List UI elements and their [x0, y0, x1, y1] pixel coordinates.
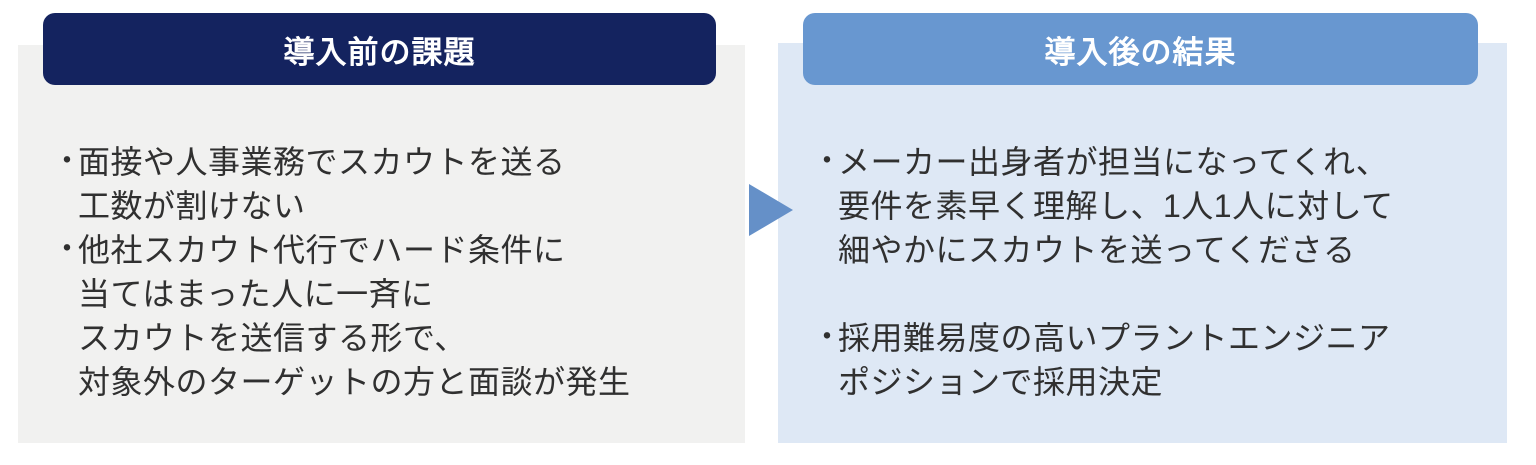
- bullet-marker: ・: [52, 233, 82, 266]
- before-bullet-text-1: 面接や人事業務でスカウトを送る 工数が割けない: [78, 144, 566, 224]
- after-bullet-text-2: 採用難易度の高いプラントエンジニア ポジションで採用決定: [838, 320, 1391, 400]
- bullet-marker: ・: [812, 145, 842, 178]
- bullet-marker: ・: [812, 321, 842, 354]
- after-bullet-item-1: ・ メーカー出身者が担当になってくれ、 要件を素早く理解し、1人1人に対して 細…: [812, 140, 1487, 272]
- before-bullet-item-1: ・ 面接や人事業務でスカウトを送る 工数が割けない: [52, 140, 725, 228]
- before-panel-body: ・ 面接や人事業務でスカウトを送る 工数が割けない ・ 他社スカウト代行でハード…: [18, 45, 745, 443]
- before-bullet-text-2: 他社スカウト代行でハード条件に 当てはまった人に一斉に スカウトを送信する形で、…: [78, 232, 631, 400]
- before-panel-title: 導入前の課題: [283, 34, 476, 70]
- after-panel-header: 導入後の結果: [803, 13, 1478, 85]
- after-bullet-list: ・ メーカー出身者が担当になってくれ、 要件を素早く理解し、1人1人に対して 細…: [812, 140, 1487, 404]
- after-bullet-text-1: メーカー出身者が担当になってくれ、 要件を素早く理解し、1人1人に対して 細やか…: [838, 144, 1394, 268]
- before-bullet-item-2: ・ 他社スカウト代行でハード条件に 当てはまった人に一斉に スカウトを送信する形…: [52, 228, 725, 404]
- after-bullet-item-2: ・ 採用難易度の高いプラントエンジニア ポジションで採用決定: [812, 316, 1487, 404]
- bullet-marker: ・: [52, 145, 82, 178]
- after-panel-body: ・ メーカー出身者が担当になってくれ、 要件を素早く理解し、1人1人に対して 細…: [778, 43, 1507, 443]
- right-arrow-icon: [749, 184, 793, 236]
- before-panel-header: 導入前の課題: [43, 13, 716, 85]
- before-bullet-list: ・ 面接や人事業務でスカウトを送る 工数が割けない ・ 他社スカウト代行でハード…: [52, 140, 725, 404]
- after-panel-title: 導入後の結果: [1044, 34, 1237, 70]
